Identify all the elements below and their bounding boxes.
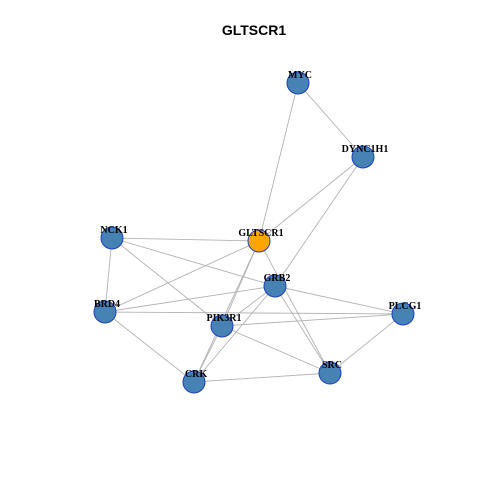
node-label-plcg1: PLCG1 [389,301,422,312]
node-pik3r1 [210,314,234,338]
edge-grb2-plcg1 [274,285,404,315]
edge-gltscr1-src [258,240,331,374]
edge-myc-gltscr1 [258,82,299,242]
edge-dync1h1-gltscr1 [258,156,364,242]
edge-gltscr1-brd4 [104,240,260,313]
graph-title: GLTSCR1 [222,22,287,38]
edge-nck1-pik3r1 [111,237,223,327]
edge-grb2-crk [193,285,276,383]
node-plcg1 [391,302,415,326]
nodes-layer [93,71,415,394]
edge-pik3r1-src [221,325,331,374]
node-label-dync1h1: DYNC1H1 [342,144,389,155]
node-gltscr1 [247,229,271,253]
edge-brd4-crk [104,311,195,383]
edge-gltscr1-crk [193,240,260,383]
edge-plcg1-src [329,313,404,374]
node-label-src: SRC [322,360,342,371]
node-nck1 [100,226,124,250]
node-brd4 [93,300,117,324]
edge-grb2-src [274,285,331,374]
node-grb2 [263,274,287,298]
node-label-myc: MYC [288,70,312,81]
edge-pik3r1-plcg1 [221,313,404,327]
edge-crk-src [193,372,331,383]
node-label-nck1: NCK1 [100,225,127,236]
edge-dync1h1-grb2 [274,156,364,287]
edge-myc-dync1h1 [297,82,364,158]
node-label-gltscr1: GLTSCR1 [238,228,283,239]
edge-nck1-brd4 [104,237,113,313]
node-dync1h1 [351,145,375,169]
node-crk [182,370,206,394]
edge-nck1-grb2 [111,237,276,287]
node-label-brd4: BRD4 [94,299,120,310]
node-label-crk: CRK [185,369,207,380]
node-label-grb2: GRB2 [264,273,291,284]
node-label-pik3r1: PIK3R1 [207,313,242,324]
edge-grb2-brd4 [104,285,276,313]
node-src [318,361,342,385]
edge-brd4-plcg1 [104,311,404,315]
edge-nck1-gltscr1 [111,237,260,242]
node-myc [286,71,310,95]
